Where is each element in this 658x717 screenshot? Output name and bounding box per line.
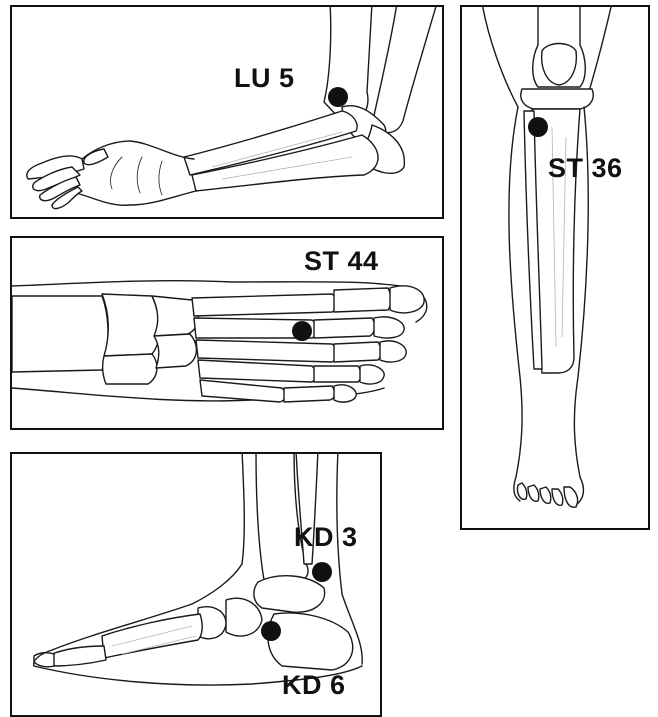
st36-point-marker <box>528 117 548 137</box>
kd6-point-marker <box>261 621 281 641</box>
lu5-point-marker <box>328 87 348 107</box>
forearm-illustration <box>12 7 444 219</box>
kd3-point-marker <box>312 562 332 582</box>
kd6-label: KD 6 <box>282 672 346 699</box>
leg-panel: ST 36 <box>460 5 650 530</box>
st44-point-marker <box>292 321 312 341</box>
foot-side-panel: KD 3 KD 6 <box>10 452 382 717</box>
kd3-label: KD 3 <box>294 524 358 551</box>
forearm-panel: LU 5 <box>10 5 444 219</box>
leg-illustration <box>462 7 650 530</box>
lu5-label: LU 5 <box>234 65 295 92</box>
foot-top-illustration <box>12 238 444 430</box>
foot-top-panel: ST 44 <box>10 236 444 430</box>
st36-label: ST 36 <box>548 155 623 182</box>
st44-label: ST 44 <box>304 248 379 275</box>
